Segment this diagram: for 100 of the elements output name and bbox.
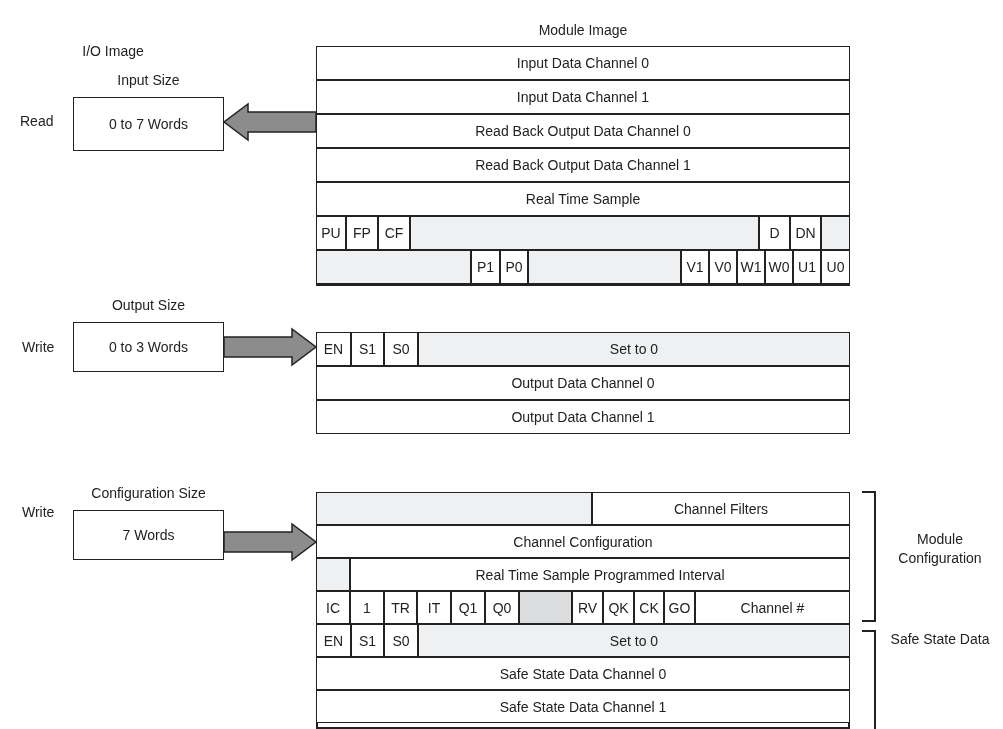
bit-field xyxy=(384,332,418,366)
unused-bits-field xyxy=(316,492,592,525)
bit-name: RV xyxy=(577,599,598,616)
image-heading: I/O Image xyxy=(81,42,145,61)
word-label: Set to 0 xyxy=(609,341,659,357)
bit-name: U0 xyxy=(826,259,845,275)
bit-field xyxy=(316,624,351,657)
word-label: Safe State Data Channel 1 xyxy=(499,698,667,715)
word-label: Output Data Channel 0 xyxy=(511,375,655,391)
bit-field xyxy=(709,250,737,284)
size-heading: Input Size xyxy=(117,72,180,88)
bit-name: PU xyxy=(321,225,341,241)
bit-field xyxy=(790,216,821,250)
bit-field xyxy=(793,250,821,284)
bit-field xyxy=(821,250,850,284)
access-label: Write xyxy=(22,503,55,522)
size-heading: Configuration Size xyxy=(91,485,206,501)
bit-field xyxy=(759,216,790,250)
bit-field xyxy=(384,624,418,657)
bit-name: D xyxy=(769,225,780,241)
bit-name: EN xyxy=(323,632,344,649)
bit-field xyxy=(664,591,695,624)
bit-field xyxy=(351,332,384,366)
unused-bits-field xyxy=(821,216,850,250)
data-word-row xyxy=(592,492,850,525)
data-word-row xyxy=(695,591,850,624)
bit-name: IC xyxy=(326,599,340,616)
word-label: Safe State Data Channel 0 xyxy=(499,665,667,682)
register-table xyxy=(316,332,850,434)
bit-name: 1 xyxy=(363,599,371,616)
size-value: 0 to 7 Words xyxy=(108,116,189,132)
unused-bits-field xyxy=(316,250,471,284)
bit-field xyxy=(500,250,528,284)
data-word-row xyxy=(316,657,850,690)
word-label: Set to 0 xyxy=(609,632,659,649)
bit-name: EN xyxy=(323,341,344,357)
bracket-label: Safe State Data xyxy=(889,630,991,649)
size-value: 0 to 3 Words xyxy=(108,339,189,355)
block-arrow xyxy=(223,522,318,562)
data-word-row xyxy=(316,148,850,182)
word-label: Read Back Output Data Channel 1 xyxy=(475,157,691,173)
access-label: Write xyxy=(22,338,55,357)
bit-name: FP xyxy=(353,225,371,241)
data-word-row xyxy=(316,182,850,216)
bit-field xyxy=(681,250,709,284)
data-word-row xyxy=(350,558,850,591)
bit-name: IT xyxy=(427,599,441,616)
block-arrow xyxy=(222,102,317,142)
access-label: Read xyxy=(20,112,54,131)
data-word-row xyxy=(418,332,850,366)
bit-name: CF xyxy=(384,225,404,241)
word-label: Real Time Sample xyxy=(525,191,641,207)
unused-bits-field xyxy=(528,250,681,284)
bit-name: DN xyxy=(795,225,816,241)
table-title: Module Image xyxy=(538,22,628,38)
word-label: Channel Configuration xyxy=(513,533,653,550)
word-label: Input Data Channel 0 xyxy=(516,55,650,71)
bit-field xyxy=(471,250,500,284)
bit-field xyxy=(316,332,351,366)
bit-field xyxy=(765,250,793,284)
data-word-row xyxy=(316,80,850,114)
bit-field xyxy=(316,216,346,250)
data-word-row xyxy=(316,690,850,723)
unused-bits-field xyxy=(316,558,350,591)
bit-field xyxy=(485,591,519,624)
data-word-row xyxy=(316,366,850,400)
bit-name: U1 xyxy=(798,259,816,275)
bracket-label: Module Configuration xyxy=(897,530,983,568)
bit-name: V0 xyxy=(714,259,732,275)
unused-bits-field xyxy=(410,216,759,250)
bit-name: Q0 xyxy=(492,599,512,616)
bit-name: P1 xyxy=(476,259,495,275)
bit-name: S1 xyxy=(358,341,377,357)
data-word-row xyxy=(316,114,850,148)
bit-name: P0 xyxy=(505,259,523,275)
word-label: Real Time Sample Programmed Interval xyxy=(475,566,725,583)
bit-name: S0 xyxy=(392,632,410,649)
bit-field xyxy=(572,591,603,624)
bit-name: GO xyxy=(668,599,691,616)
bit-field xyxy=(603,591,634,624)
bit-name: W0 xyxy=(768,259,790,275)
bit-field xyxy=(417,591,451,624)
bit-field xyxy=(316,591,350,624)
bit-field xyxy=(350,591,384,624)
bit-name: Q1 xyxy=(458,599,478,616)
bit-field xyxy=(378,216,410,250)
bit-name: S1 xyxy=(358,632,377,649)
word-label: Channel Filters xyxy=(673,500,769,517)
bit-name: W1 xyxy=(740,259,762,275)
bit-field xyxy=(384,591,417,624)
data-word-row xyxy=(316,46,850,80)
bit-name: V1 xyxy=(686,259,704,275)
bit-name: CK xyxy=(639,599,659,616)
word-label: Read Back Output Data Channel 0 xyxy=(475,123,691,139)
bit-name: QK xyxy=(608,599,629,616)
data-word-row xyxy=(316,525,850,558)
bit-name: TR xyxy=(391,599,410,616)
word-label: Channel # xyxy=(740,599,805,616)
register-table xyxy=(316,492,850,729)
data-word-row xyxy=(316,400,850,434)
